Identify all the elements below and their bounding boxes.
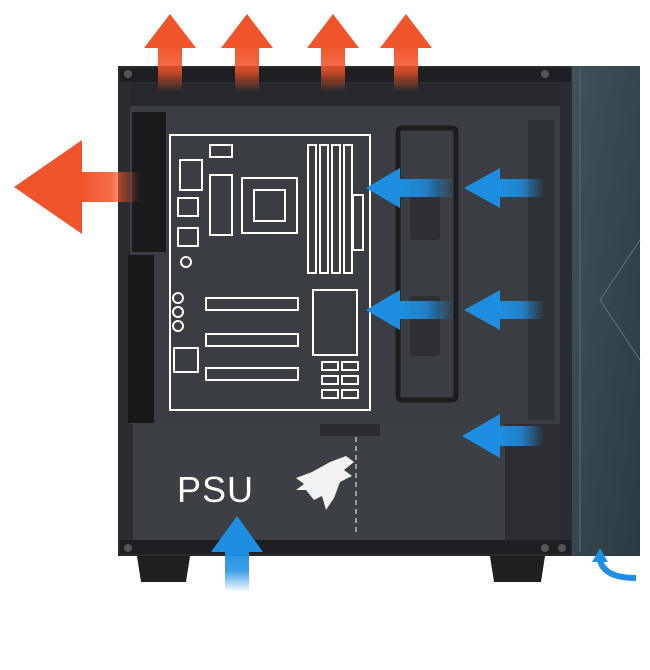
exhaust-arrow-top-3 bbox=[307, 14, 359, 92]
intake-arrow-bottom bbox=[211, 516, 263, 592]
intake-arrow-front-5 bbox=[462, 414, 544, 458]
intake-arrows-front bbox=[366, 168, 544, 458]
intake-arrow-front-3 bbox=[366, 290, 454, 330]
motherboard-outline bbox=[169, 134, 371, 411]
front-panel bbox=[572, 66, 641, 556]
aorus-eagle-logo-icon bbox=[296, 456, 354, 510]
case-feet bbox=[137, 556, 545, 582]
exhaust-arrow-top-1 bbox=[144, 14, 196, 92]
psu-label: PSU bbox=[177, 469, 255, 510]
intake-arrow-front-2 bbox=[464, 168, 544, 208]
intake-arrow-front-1 bbox=[366, 168, 454, 208]
exhaust-arrow-rear bbox=[14, 140, 140, 234]
case-interior bbox=[128, 84, 560, 424]
intake-arrow-front-bottom bbox=[592, 548, 637, 581]
exhaust-arrows-top bbox=[144, 14, 432, 92]
exhaust-arrow-top-2 bbox=[221, 14, 273, 92]
intake-arrow-front-4 bbox=[464, 290, 544, 330]
exhaust-arrow-top-4 bbox=[380, 14, 432, 92]
